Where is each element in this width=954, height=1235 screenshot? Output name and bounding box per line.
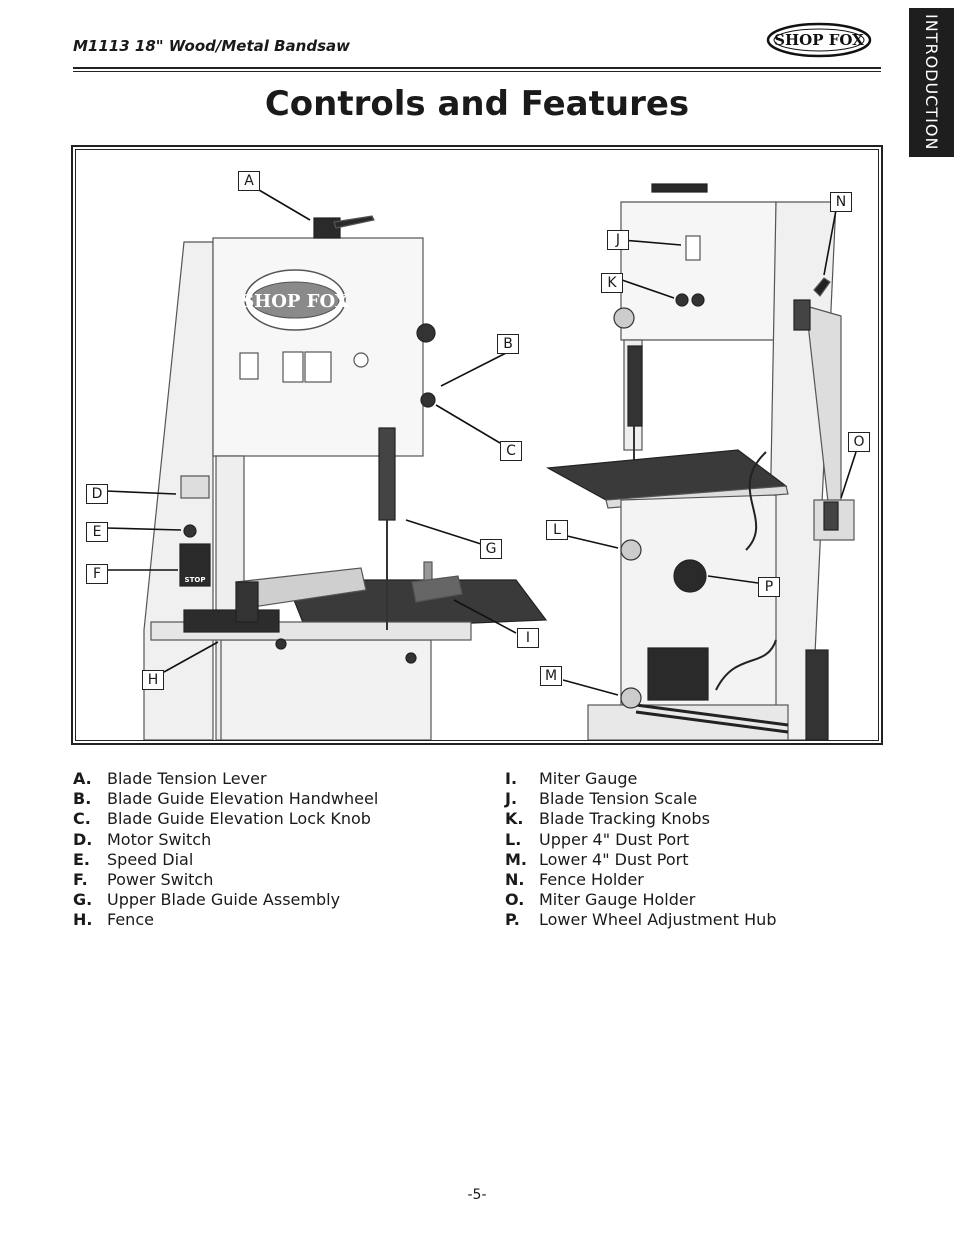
callout-p: P — [758, 577, 780, 597]
legend-item: P.Lower Wheel Adjustment Hub — [505, 910, 777, 930]
callout-a: A — [238, 171, 260, 191]
callout-n: N — [830, 192, 852, 212]
header-rule — [73, 67, 881, 69]
legend-item: B.Blade Guide Elevation Handwheel — [73, 789, 379, 809]
legend-right: I.Miter Gauge J.Blade Tension Scale K.Bl… — [505, 769, 925, 931]
shop-fox-badge: SHOP FOX — [241, 269, 349, 331]
callout-k: K — [601, 273, 623, 293]
legend-item: E.Speed Dial — [73, 849, 194, 869]
legend-item: J.Blade Tension Scale — [505, 789, 698, 809]
badge-text: SHOP FOX — [241, 291, 349, 312]
header-rule-thin — [73, 71, 881, 72]
legend-item: N.Fence Holder — [505, 869, 644, 889]
shop-fox-logo: SHOP FOX — [766, 22, 872, 58]
callout-b: B — [497, 334, 519, 354]
logo-text: SHOP FOX — [774, 31, 864, 49]
stop-label: STOP — [185, 576, 206, 584]
legend-item: F.Power Switch — [73, 869, 214, 889]
manual-title: M1113 18" Wood/Metal Bandsaw — [73, 37, 350, 55]
callout-g: G — [480, 539, 502, 559]
bandsaw-figure: STOP SHOP FOX — [71, 145, 883, 745]
callout-l: L — [546, 520, 568, 540]
callout-m: M — [540, 666, 562, 686]
legend-item: I.Miter Gauge — [505, 769, 638, 788]
callout-i: I — [517, 628, 539, 648]
callout-o: O — [848, 432, 870, 452]
left-bandsaw: STOP — [143, 215, 548, 740]
bandsaw-illustration: STOP SHOP FOX — [105, 183, 857, 740]
legend-item: M.Lower 4" Dust Port — [505, 849, 689, 869]
callout-j: J — [607, 230, 629, 250]
legend-item: C.Blade Guide Elevation Lock Knob — [73, 809, 371, 829]
callout-f: F — [86, 564, 108, 584]
right-bandsaw — [546, 183, 855, 740]
legend-item: L.Upper 4" Dust Port — [505, 829, 690, 849]
section-tab-label: INTRODUCTION — [922, 14, 941, 151]
callout-c: C — [500, 441, 522, 461]
leader-arrows — [105, 189, 857, 696]
legend-item: H.Fence — [73, 910, 154, 930]
legend-item: O.Miter Gauge Holder — [505, 890, 696, 910]
legend-item: K.Blade Tracking Knobs — [505, 809, 710, 829]
legend-item: G.Upper Blade Guide Assembly — [73, 890, 341, 910]
page-number: -5- — [467, 1187, 487, 1203]
section-tab: INTRODUCTION — [909, 8, 954, 157]
callout-h: H — [142, 670, 164, 690]
bandsaw-figure-inner: STOP SHOP FOX — [75, 149, 879, 741]
legend-left: A.Blade Tension Lever B.Blade Guide Elev… — [73, 769, 493, 931]
legend-item: D.Motor Switch — [73, 829, 212, 849]
callout-d: D — [86, 484, 108, 504]
page-heading: Controls and Features — [264, 84, 690, 124]
callout-e: E — [86, 522, 108, 542]
legend-item: A.Blade Tension Lever — [73, 769, 267, 788]
